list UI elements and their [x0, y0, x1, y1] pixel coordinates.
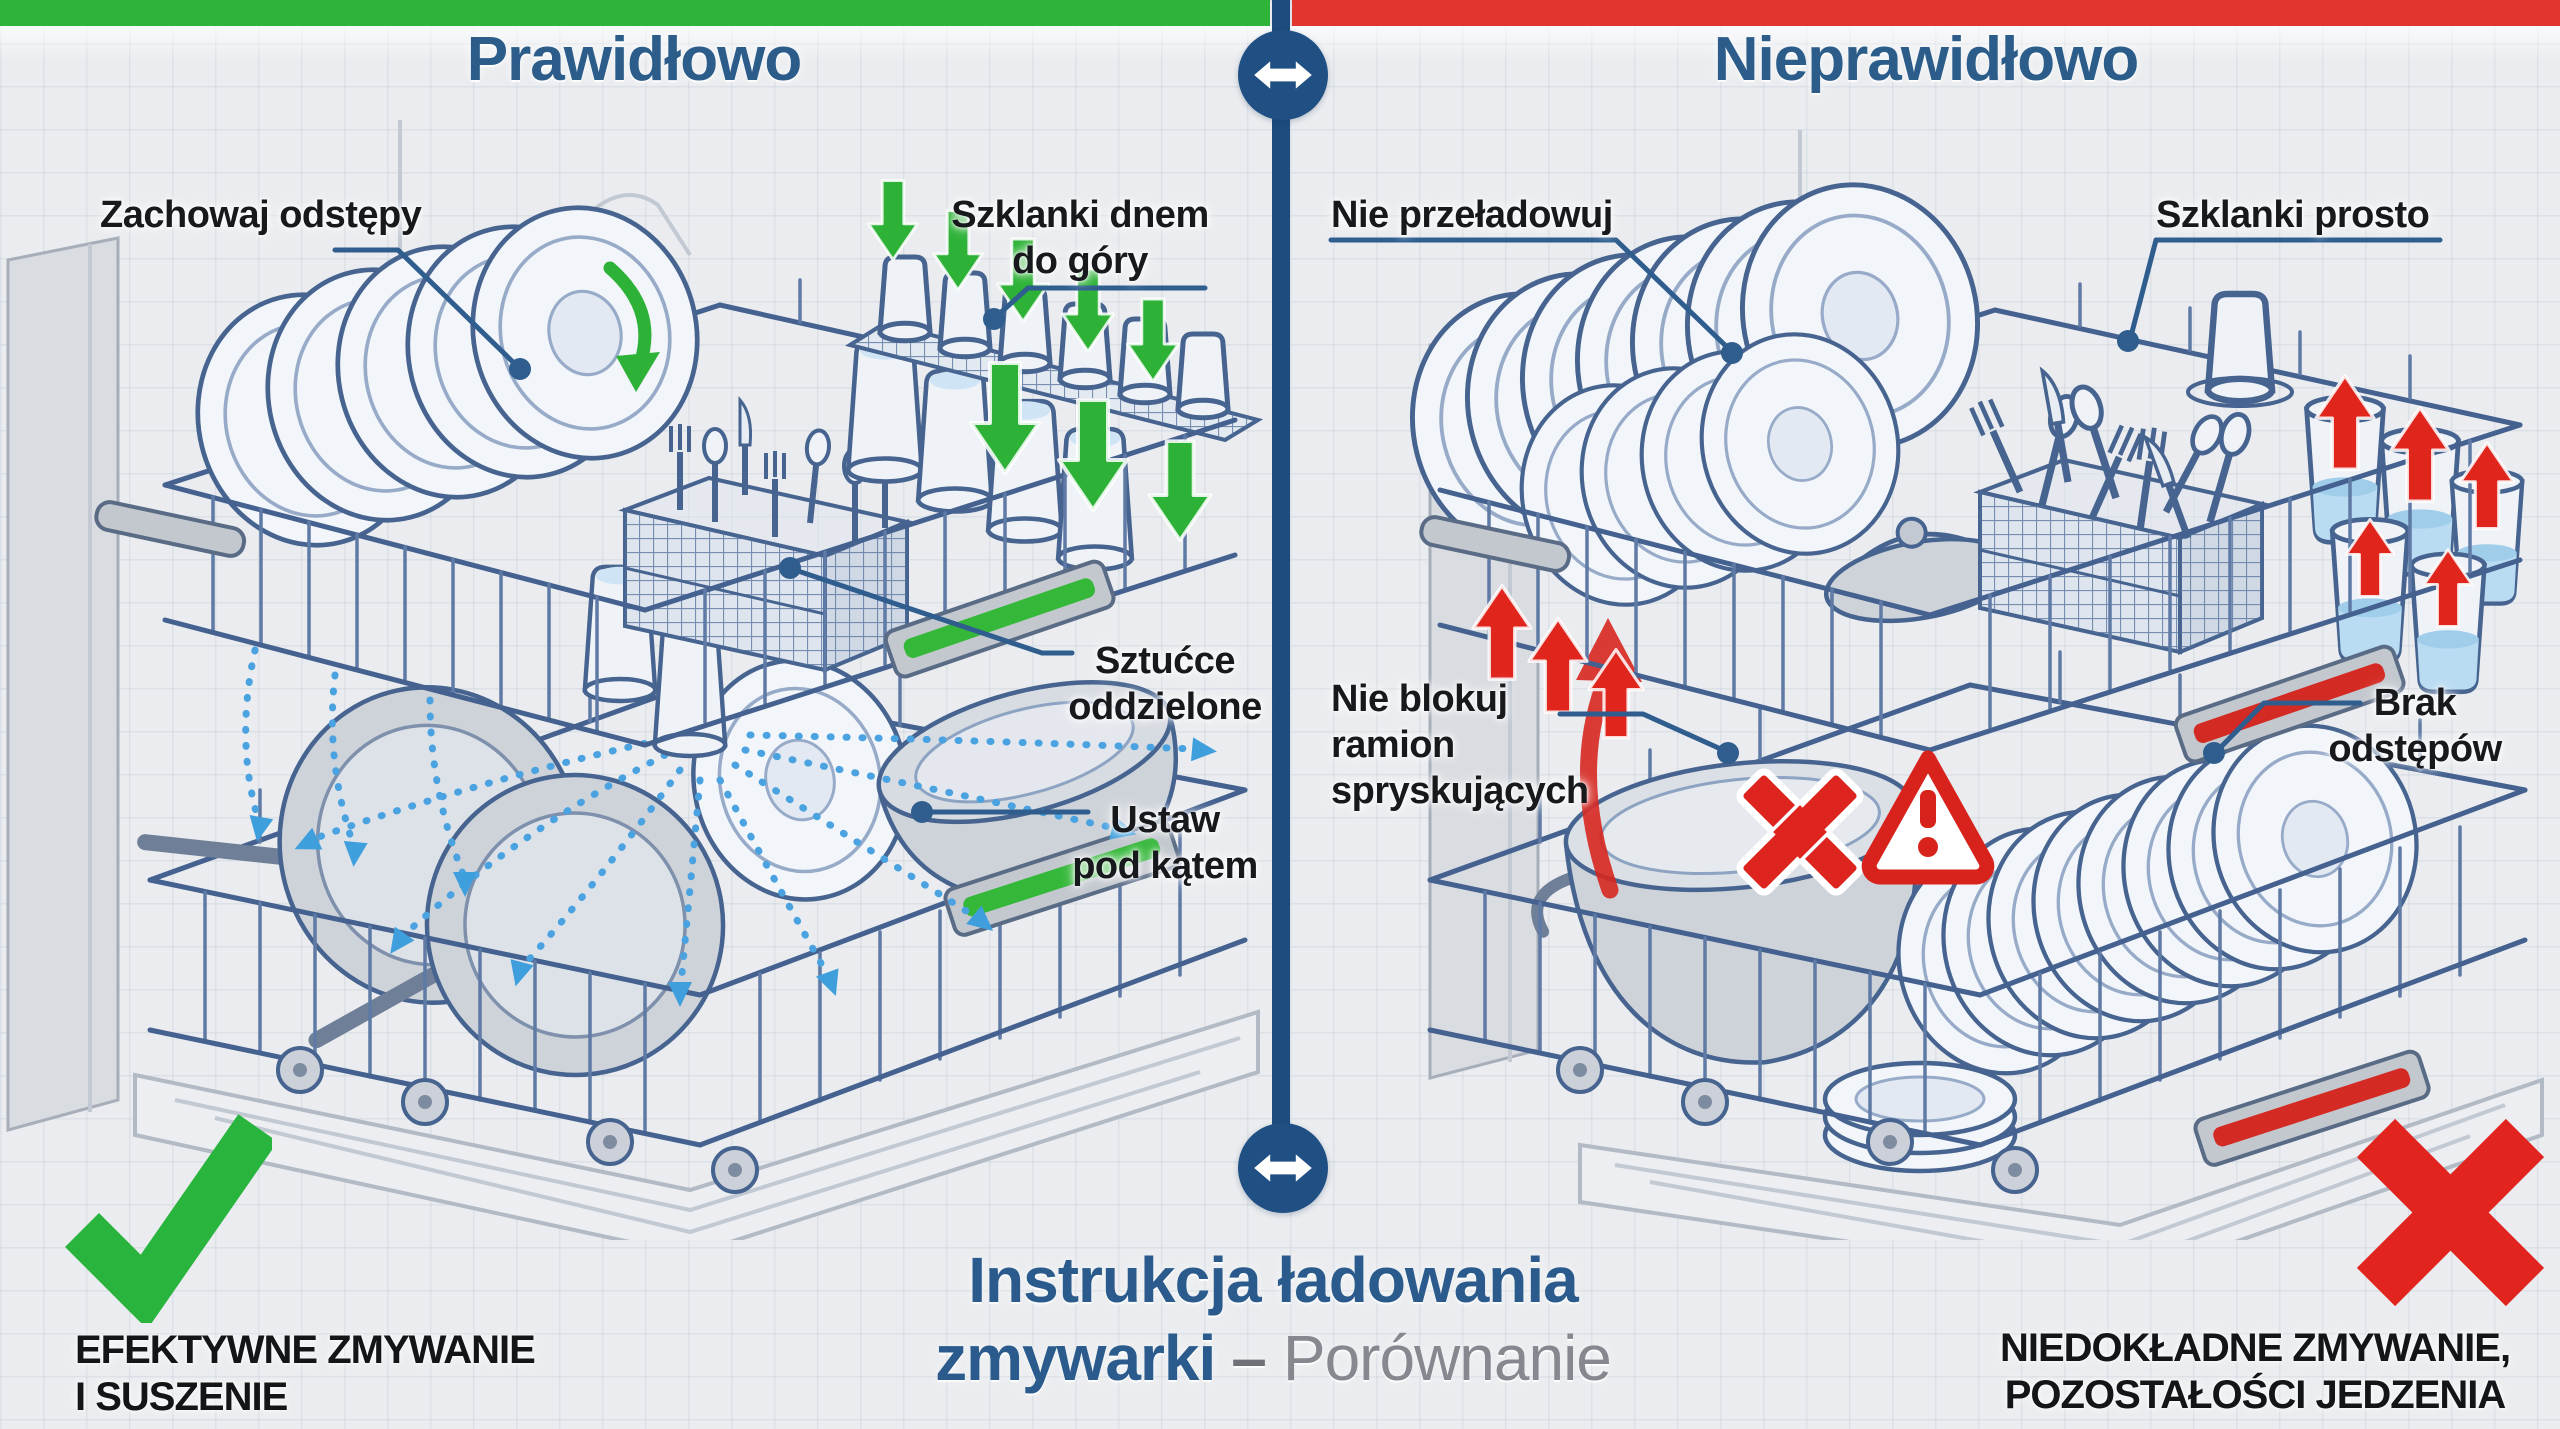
label-place-at-angle: Ustaw pod kątem	[1065, 797, 1265, 889]
incorrect-heading: Nieprawidłowo	[1713, 25, 2139, 94]
label-line: odstępów	[2328, 728, 2502, 770]
label-cutlery-separated: Sztućce oddzielone	[1060, 638, 1270, 730]
callouts	[1328, 237, 2443, 764]
result-line: NIEDOKŁADNE ZMYWANIE,	[1999, 1326, 2511, 1370]
correct-dishwasher-illustration	[6, 120, 1264, 1240]
correct-heading: Prawidłowo	[466, 25, 802, 94]
warning-triangle-icon	[1861, 750, 1995, 885]
result-line: EFEKTYWNE ZMYWANIE	[75, 1328, 536, 1372]
label-line: Nie przeładowuj	[1331, 194, 1613, 236]
label-do-not-overload: Nie przeładowuj	[1331, 192, 1613, 238]
overflowing-cutlery-basket	[1970, 369, 2264, 654]
label-line: Brak	[2373, 682, 2457, 724]
pedestal-cup	[2186, 294, 2294, 408]
incorrect-result-text: NIEDOKŁADNE ZMYWANIE, POZOSTAŁOŚCI JEDZE…	[1950, 1325, 2560, 1419]
cabinet	[6, 120, 1260, 1240]
title-line-2: zmywarki–Porównanie	[935, 1321, 1612, 1395]
label-no-spacing: Brak odstępów	[2315, 680, 2515, 772]
correct-top-bar	[0, 0, 1270, 26]
rack-rail	[1419, 515, 1572, 573]
label-do-not-block-spray-arms: Nie blokuj ramion spryskujących	[1331, 676, 1589, 814]
label-line: ramion	[1331, 724, 1455, 766]
label-line: do góry	[1012, 240, 1148, 282]
label-line: Sztućce	[1094, 640, 1236, 682]
upper-rack	[94, 184, 1264, 756]
check-icon	[65, 1114, 272, 1323]
left-right-arrow-icon	[1254, 61, 1312, 89]
result-line: I SUSZENIE	[75, 1375, 288, 1419]
label-line: pod kątem	[1072, 845, 1258, 887]
label-line: Szklanki dnem	[951, 194, 1209, 236]
incorrect-top-bar	[1292, 0, 2560, 26]
green-arrows	[603, 179, 1213, 543]
x-error-icon	[1736, 768, 1864, 896]
rack-handle-green	[943, 819, 1181, 937]
label-glasses-upright: Szklanki prosto	[2156, 192, 2430, 238]
result-line: POZOSTAŁOŚCI JEDZENIA	[2004, 1373, 2507, 1417]
left-right-arrow-icon	[1254, 1154, 1312, 1182]
title-line-1: Instrukcja ładowania	[968, 1244, 1579, 1316]
label-line: Szklanki prosto	[2156, 194, 2430, 236]
lower-rack	[1427, 650, 2528, 1194]
label-keep-spacing: Zachowaj odstępy	[100, 192, 422, 238]
title-separator: –	[1231, 1322, 1267, 1394]
swap-arrow-bottom	[1238, 1123, 1328, 1213]
label-line: Nie blokuj	[1331, 678, 1508, 720]
label-line: Zachowaj odstępy	[100, 194, 422, 236]
swap-arrow-top	[1238, 30, 1328, 120]
label-line: spryskujących	[1331, 770, 1589, 812]
callouts	[332, 247, 1208, 823]
label-glasses-upside-down: Szklanki dnem do góry	[940, 192, 1220, 284]
title-line-2-light: Porównanie	[1282, 1322, 1612, 1394]
spray-arrows	[242, 646, 1218, 1007]
infographic-title: Instrukcja ładowania zmywarki–Porównanie	[935, 1243, 1612, 1395]
incorrect-dishwasher-illustration	[1328, 130, 2544, 1240]
x-icon	[2356, 1118, 2545, 1307]
label-line: Ustaw	[1110, 799, 1220, 841]
rack-handle-red	[2193, 1049, 2431, 1167]
label-line: oddzielone	[1068, 686, 1262, 728]
rack-rail	[94, 500, 247, 558]
correct-result-text: EFEKTYWNE ZMYWANIE I SUSZENIE	[75, 1327, 536, 1421]
divider-line	[1272, 0, 1290, 1168]
title-line-2-bold: zmywarki	[935, 1322, 1216, 1394]
